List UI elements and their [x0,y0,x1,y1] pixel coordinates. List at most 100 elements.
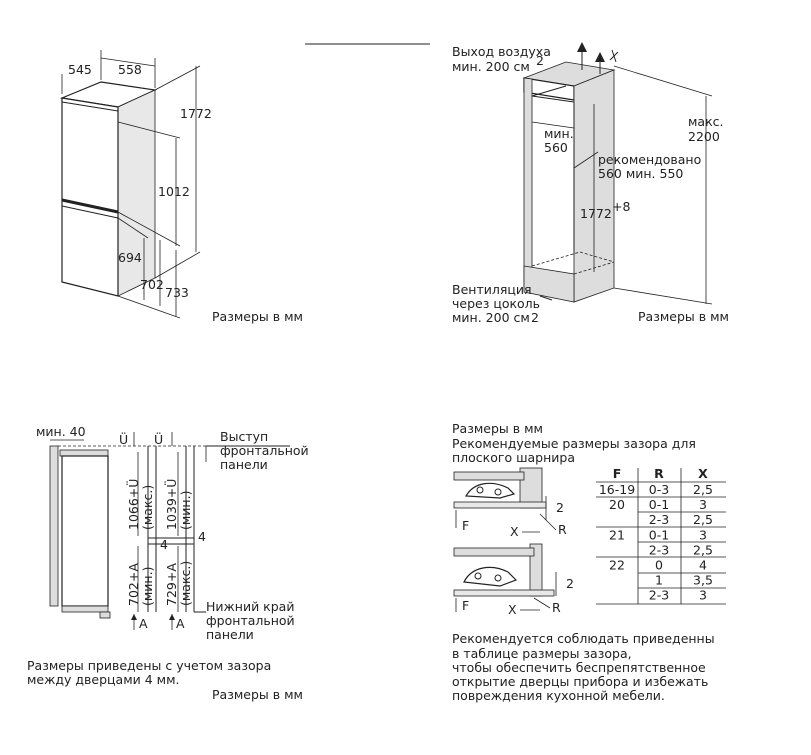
ext-1012-top [117,121,181,139]
rec-label-1: рекомендовано [598,152,701,167]
hinge2-pin-b [494,574,502,582]
inner-back-top [531,85,567,97]
v1039-line2: (мин.) [178,491,193,530]
a-arrow-2-head [169,614,175,620]
dim-558-label: 558 [118,62,142,77]
note4-line4: открытие дверцы прибора и избежать [452,674,708,689]
min-label-1: мин. [544,126,574,141]
air-out-line1: Выход воздуха [452,44,551,59]
ext-1772-top [154,65,201,91]
air-arrow-1-head [577,42,587,52]
a-label-1: A [139,616,148,631]
title-line2: плоского шарнира [452,450,575,465]
appliance-body [61,455,109,607]
vent-line1: Вентиляция [452,282,532,297]
table-cell: 2,5 [693,542,713,557]
v1039-line1: 1039+Ü [163,479,179,530]
table-cell: 3 [699,527,707,542]
ext-694-top [117,217,149,239]
panel1-units: Размеры в мм [212,309,303,324]
niche-side-left [523,77,533,291]
hinge1-door [453,501,547,509]
hinge2-x-label: X [508,602,517,617]
bottom-frame [61,605,109,613]
dim-702-label: 702 [140,277,164,292]
dim-1772-label: 1772 [180,106,212,121]
hinge1-f-label: F [462,518,469,533]
panel-front-dimensions: мин. 40 Ü Ü 1066+Ü (макс.) 1039+Ü (мин.)… [27,424,309,702]
top-edge [61,101,119,112]
vent-sup: 2 [531,310,539,325]
table-header-cell: R [654,466,664,481]
table-cell: 2-3 [649,512,669,527]
panel3-units: Размеры в мм [212,687,303,702]
vent-line2: через цоколь [452,296,540,311]
ext-1772-bot [154,251,201,279]
lower-label-1: Нижний край [206,599,294,614]
table-header-cell: F [613,466,622,481]
v1066-line2: (макс.) [140,485,155,530]
panel-niche-ventilation: Выход воздуха мин. 200 см 2 мин. 560 рек… [452,42,729,325]
hinge2-door [453,589,555,597]
note4-line1: Рекомендуется соблюдать приведенны [452,631,715,646]
gap-4-label-a: 4 [160,537,168,552]
top-frame [59,449,109,457]
hinge1-r-label: R [558,522,567,537]
foot [99,611,111,619]
fridge-side [117,89,156,297]
note-line2: между дверцами 4 мм. [27,672,179,687]
inner-top [531,95,575,103]
protrusion-label-2: фронтальной [220,443,309,458]
min-label-2: 560 [544,140,568,155]
note4-line5: повреждения кухонной мебели. [452,688,665,703]
v729-line1: 729+A [164,563,179,606]
title-line1: Рекомендуемые размеры зазора для [452,436,696,451]
door-gap-2 [61,205,119,219]
gap-4-label-b: 4 [198,529,206,544]
plinth-dash-3 [579,251,615,263]
dim-545-label: 545 [68,62,92,77]
min40-label: мин. 40 [36,424,86,439]
hinge-diagram-1: 2 F X R [453,467,567,539]
v729-line2: (макс.) [178,561,193,606]
hinge1-pin-b [494,488,502,496]
plinth-dash-1 [531,251,581,267]
note-line1: Размеры приведены с учетом зазора [27,658,271,673]
u-label-1: Ü [119,431,128,447]
air-cross-icon [609,49,619,63]
side-profile [49,445,290,619]
lower-label-2: фронтальной [206,613,295,628]
table-cell: 2,5 [693,512,713,527]
wall-left [49,445,59,607]
hinge2-top [453,547,535,557]
table-cell: 3,5 [693,573,713,588]
v702-line1: 702+A [126,563,141,606]
a-label-2: A [176,616,185,631]
note4-line3: чтобы обеспечить беспрепятственное [452,660,706,675]
table-cell: 0 [655,558,663,573]
air-arrow-2-head [595,52,605,62]
hinge1-x-label: X [510,524,519,539]
plinth [523,265,575,303]
protrusion-label-1: Выступ [220,429,268,444]
panel-hinge-gaps: Размеры в мм Рекомендуемые размеры зазор… [452,421,726,703]
table-cell: 16-19 [599,482,635,497]
u-label-2: Ü [154,431,163,447]
dim-558-line [100,57,156,67]
rec-label-2: 560 мин. 550 [598,166,683,181]
table-cell: 3 [699,497,707,512]
table-cell: 20 [609,497,625,512]
hinge-diagram-2: 2 F X R [453,543,574,617]
table-cell: 1 [655,573,663,588]
vent-line3: мин. 200 см [452,310,530,325]
air-out-sup: 2 [536,53,544,68]
door-gap [61,198,119,214]
dim-733-label: 733 [165,285,189,300]
hinge1-top [453,471,525,481]
v702-line2: (мин.) [140,567,155,606]
hinge1-mechanism [464,482,516,499]
table-cell: 22 [609,558,625,573]
